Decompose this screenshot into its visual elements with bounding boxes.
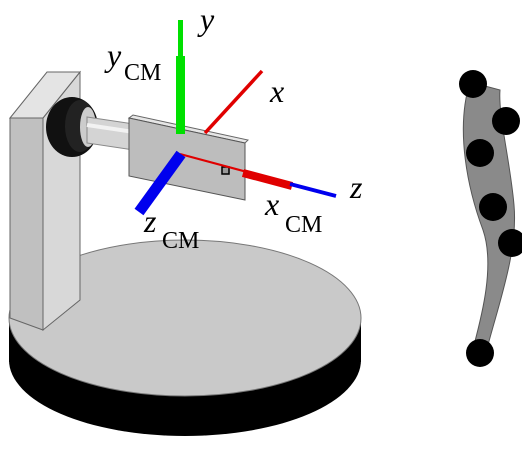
y-label: y xyxy=(197,1,215,37)
y-cm-label: y xyxy=(104,37,122,73)
plate-face xyxy=(128,117,246,201)
z-cm-axis xyxy=(134,150,186,216)
z-axis xyxy=(289,182,337,198)
y-cm-axis xyxy=(176,56,185,134)
base-top xyxy=(8,239,362,397)
marker-1 xyxy=(459,70,487,98)
y-cm-subscript: CM xyxy=(124,60,161,86)
marker-2 xyxy=(492,107,520,135)
post-top xyxy=(8,71,82,119)
x-cm-subscript: CM xyxy=(285,212,322,238)
marker-6 xyxy=(466,339,494,367)
tissue-specimen xyxy=(459,70,522,367)
marker-5 xyxy=(498,229,522,257)
z-cm-label: z xyxy=(143,203,157,239)
x-label: x xyxy=(269,73,284,109)
turntable-base xyxy=(8,239,362,436)
horizontal-shaft xyxy=(86,116,135,151)
sample-plate xyxy=(127,114,250,201)
x-axis xyxy=(203,69,264,135)
marker-3 xyxy=(466,139,494,167)
y-axis-upper xyxy=(178,20,183,64)
x-cm-label: x xyxy=(264,186,279,222)
axis-labels: y y CM x z x CM z CM xyxy=(104,1,363,254)
marker-4 xyxy=(479,193,507,221)
axes xyxy=(134,20,337,216)
z-label: z xyxy=(349,169,363,205)
post-front xyxy=(9,117,44,331)
z-cm-subscript: CM xyxy=(162,228,199,254)
